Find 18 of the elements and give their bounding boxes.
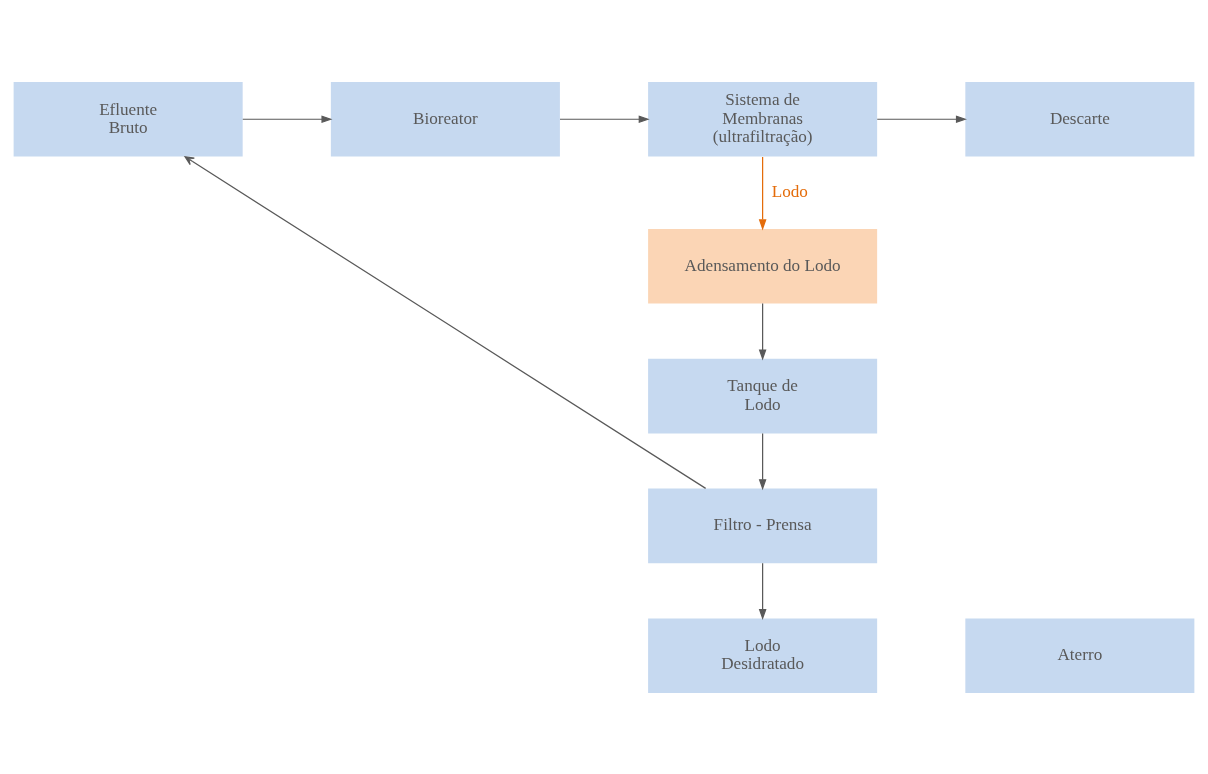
node-box: Adensamento do Lodo: [648, 228, 878, 304]
node-box: Bioreator: [330, 81, 560, 157]
arrow: [876, 114, 967, 123]
node-box: Aterro: [965, 617, 1195, 693]
node-box: Tanque de Lodo: [648, 358, 878, 433]
arrow: [184, 155, 707, 489]
arrow: [758, 432, 767, 490]
node-box: Sistema de Membranas (ultrafiltração): [648, 81, 878, 157]
arrow: [758, 562, 767, 620]
arrow: [559, 114, 650, 123]
arrow: [758, 155, 767, 230]
node-box: Filtro - Prensa: [648, 488, 878, 563]
arrow: [242, 114, 333, 123]
node-box: Efluente Bruto: [13, 81, 243, 157]
edge-label: Lodo: [771, 181, 808, 201]
arrow: [758, 302, 767, 360]
node-box: Descarte: [965, 81, 1195, 157]
node-box: Lodo Desidratado: [648, 617, 878, 693]
